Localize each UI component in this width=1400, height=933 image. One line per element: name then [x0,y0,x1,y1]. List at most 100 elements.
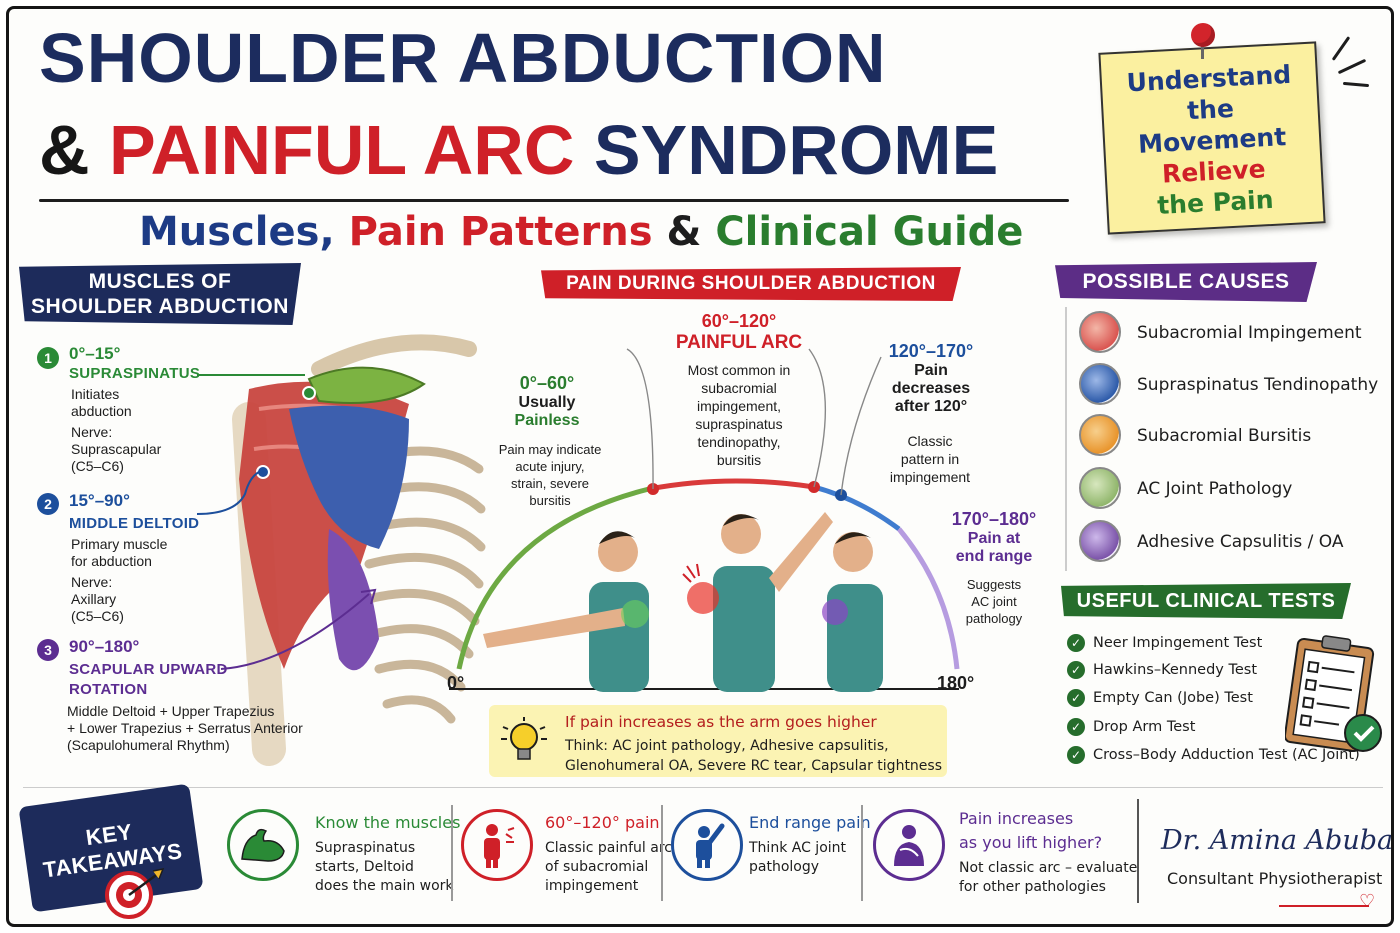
causes-divider [1065,307,1067,571]
check-icon: ✓ [1067,746,1085,764]
zone-120-170-label: 120°–170° Pain decreases after 120° [888,341,974,415]
arm-raise-icon [671,809,743,881]
muscle-flex-icon [227,809,299,881]
zone-60-120-label: 60°–120° PAINFUL ARC [675,311,803,353]
zone-0-60-description: Pain may indicate acute injury, strain, … [498,442,602,508]
muscle-3-range: 90°–180° [69,637,140,656]
author-separator [1137,799,1139,903]
abduction-arc-diagram [449,348,960,690]
lightbulb-icon [501,717,547,760]
muscles-heading-line-1: MUSCLES OF [88,270,232,293]
muscle-number-3: 3 [37,639,59,661]
spark-line-icon [1337,58,1367,75]
title-painful-arc: PAINFUL ARC [109,111,575,189]
shoulder-anatomy-illustration [232,334,486,766]
infographic-frame: SHOULDER ABDUCTION & PAINFUL ARC SYNDROM… [6,6,1394,927]
zone-120-170-description: Classic pattern in impingement [889,433,971,485]
patient-figures-illustration [483,512,883,692]
tip-text: Think: AC joint pathology, Adhesive caps… [565,738,943,774]
muscle-2-description: Primary muscle for abduction Nerve: Axil… [71,536,168,624]
zone-0-60-label: 0°–60° Usually Painless [514,373,580,429]
test-row-3: ✓Empty Can (Jobe) Test [1067,689,1253,707]
takeaway-3-text: Think AC joint pathology [749,840,847,875]
tests-heading-banner: USEFUL CLINICAL TESTS [1061,583,1351,619]
muscles-heading-line-2: SHOULDER ABDUCTION [31,295,289,318]
test-row-1: ✓Neer Impingement Test [1067,634,1262,652]
zone-170-180-description: Suggests AC joint pathology [965,577,1023,626]
muscles-heading-banner: MUSCLES OF SHOULDER ABDUCTION [19,263,301,325]
clipboard-icon [1285,635,1382,753]
target-icon [105,867,165,919]
check-icon: ✓ [1067,661,1085,679]
muscle-2-name: MIDDLE DELTOID [69,515,200,532]
sticky-line-2: the Movement [1137,93,1287,159]
sticky-note: Understand the Movement Relieve the Pain [1098,41,1326,235]
cause-5-label: Adhesive Capsulitis / OA [1137,532,1344,552]
test-row-2: ✓Hawkins–Kennedy Test [1067,661,1257,679]
subtitle: Muscles, Pain Patterns & Clinical Guide [139,209,1023,255]
subtitle-amp: & [666,209,702,255]
capsulitis-icon [1079,520,1121,562]
muscle-3-leader-line [220,588,377,670]
muscle-2-leader-line [196,469,266,515]
muscle-number-1: 1 [37,347,59,369]
tendinopathy-icon [1079,363,1121,405]
axis-end-label: 180° [937,673,975,693]
check-icon: ✓ [1067,689,1085,707]
pain-heading-banner: PAIN DURING SHOULDER ABDUCTION [541,267,961,301]
author-name: Dr. Amina Abubakar [1161,825,1394,856]
push-pin-icon [1191,23,1215,47]
signature-underline [1279,905,1369,907]
spark-line-icon [1342,81,1370,88]
takeaway-2-text: Classic painful arc of subacromial impin… [545,840,672,894]
muscle-1-leader-line [197,374,305,376]
spark-line-icon [1331,36,1351,61]
tip-box [489,705,947,777]
takeaway-4-title: Pain increases as you lift higher? [959,809,1103,852]
causes-heading-banner: POSSIBLE CAUSES [1055,262,1317,302]
ac-joint-icon [1079,467,1121,509]
shoulder-hold-icon [873,809,945,881]
subtitle-clinical-guide: Clinical Guide [715,209,1024,255]
cause-2-label: Supraspinatus Tendinopathy [1137,375,1379,395]
takeaway-separator [661,805,663,901]
muscle-3-description: Middle Deltoid + Upper Trapezius + Lower… [67,703,303,753]
title-ampersand: & [39,111,90,189]
bottom-divider [23,787,1383,788]
test-row-4: ✓Drop Arm Test [1067,718,1195,736]
tip-title: If pain increases as the arm goes higher [565,713,877,731]
pin-needle [1201,43,1204,59]
title-line-2: & PAINFUL ARC SYNDROME [39,115,998,185]
bursitis-icon [1079,414,1121,456]
zone-60-120-description: Most common in subacromial impingement, … [687,362,791,468]
muscle-1-range: 0°–15° [69,344,121,363]
title-line-1: SHOULDER ABDUCTION [39,19,887,97]
muscle-1-description: Initiates abduction Nerve: Suprascapular… [71,386,162,474]
axis-start-label: 0° [447,673,465,693]
heart-icon: ♡ [1359,891,1376,911]
pain-figure-icon [461,809,533,881]
takeaway-separator [861,805,863,901]
cause-1-label: Subacromial Impingement [1137,323,1362,343]
muscle-1-name: SUPRASPINATUS [69,365,201,382]
muscle-number-2: 2 [37,493,59,515]
author-role: Consultant Physiotherapist [1167,869,1383,888]
takeaway-separator [451,805,453,901]
check-icon: ✓ [1067,634,1085,652]
takeaway-4-text: Not classic arc – evaluate for other pat… [959,860,1138,895]
cause-4-label: AC Joint Pathology [1137,479,1293,499]
test-row-5: ✓Cross–Body Adduction Test (AC Joint) [1067,746,1360,764]
impingement-icon [1079,311,1121,353]
takeaway-1-text: Supraspinatus starts, Deltoid does the m… [315,840,454,894]
takeaway-3-title: End range pain [749,813,871,832]
takeaway-1-title: Know the muscles [315,813,461,832]
takeaway-2-title: 60°–120° pain [545,813,660,832]
muscle-3-name-1: SCAPULAR UPWARD [69,661,228,678]
cause-3-label: Subacromial Bursitis [1137,426,1312,446]
muscle-3-name-2: ROTATION [69,681,148,698]
zone-170-180-label: 170°–180° Pain at end range [951,509,1037,565]
subtitle-pain-patterns: Pain Patterns [348,209,653,255]
title-syndrome: SYNDROME [593,111,999,189]
check-icon: ✓ [1067,718,1085,736]
title-underline [39,199,1069,202]
